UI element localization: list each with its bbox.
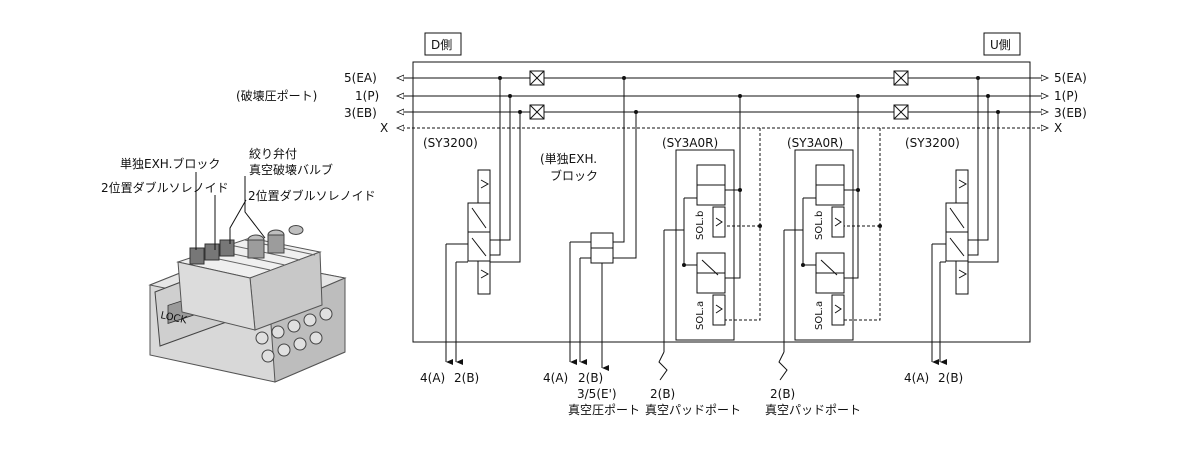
fitting-icon <box>255 307 333 363</box>
station3-valve <box>658 96 762 381</box>
station1-model: (SY3200) <box>423 136 478 150</box>
station1-port-a: 4(A) <box>420 371 445 385</box>
label-double-sol-left: 2位置ダブルソレノイド <box>101 180 229 195</box>
station4-port-b: 2(B) <box>770 387 795 401</box>
junction-dots <box>498 76 1000 114</box>
station2-port-b: 2(B) <box>578 371 603 385</box>
left-p-label: 1(P) <box>355 89 379 103</box>
p-note-label: (破壊圧ポート) <box>236 88 317 103</box>
product-illustration: LOCK <box>148 172 347 383</box>
label-single-exh-block: 単独EXH.ブロック <box>120 156 220 171</box>
u-side-box <box>983 32 1021 56</box>
station2-model-line2: ブロック <box>550 168 598 183</box>
station4-sol-a: SOL.a <box>814 301 825 330</box>
d-side-box <box>424 32 462 56</box>
manifold-frame <box>412 61 1031 343</box>
station1-port-b: 2(B) <box>454 371 479 385</box>
right-ea-label: 5(EA) <box>1054 71 1087 85</box>
solenoid-cap-icon <box>189 239 235 265</box>
station4-sol-b: SOL.b <box>814 211 825 240</box>
right-p-label: 1(P) <box>1054 89 1078 103</box>
station5-valve <box>931 78 999 365</box>
station5-port-a: 4(A) <box>904 371 929 385</box>
station5-port-b: 2(B) <box>938 371 963 385</box>
station4-port-note: 真空パッドポート <box>765 403 861 417</box>
station4-valve <box>778 96 882 381</box>
station2-exh-port: 3/5(E') <box>577 387 617 401</box>
station3-sol-a: SOL.a <box>695 301 706 330</box>
station2-model-line1: (単独EXH. <box>540 152 597 166</box>
station2-exh-note: 真空圧ポート <box>568 403 640 417</box>
left-ea-label: 5(EA) <box>344 71 377 85</box>
station1-valve <box>445 78 521 365</box>
station3-port-b: 2(B) <box>650 387 675 401</box>
station2-exh-block <box>569 78 637 371</box>
blank-plug-icon <box>529 70 909 120</box>
station4-model: (SY3A0R) <box>787 136 843 150</box>
circuit-diagram: D側 U側 5(EA) 1(P) (破壊圧ポート) 3(EB) X 5(EA) … <box>236 32 1087 417</box>
throttle-knob-icon <box>247 225 304 259</box>
label-double-sol-right: 2位置ダブルソレノイド <box>248 188 376 203</box>
station3-model: (SY3A0R) <box>662 136 718 150</box>
label-throttle-line1: 絞り弁付 <box>249 146 297 161</box>
right-x-label: X <box>1054 121 1062 135</box>
station3-port-note: 真空パッドポート <box>645 403 741 417</box>
label-throttle-line2: 真空破壊バルブ <box>249 162 333 177</box>
u-side-label: U側 <box>990 38 1011 52</box>
left-x-label: X <box>380 121 388 135</box>
d-side-label: D側 <box>431 38 452 52</box>
station3-frame <box>675 149 735 341</box>
station5-model: (SY3200) <box>905 136 960 150</box>
station3-sol-b: SOL.b <box>695 211 706 240</box>
station2-port-a: 4(A) <box>543 371 568 385</box>
right-eb-label: 3(EB) <box>1054 106 1087 120</box>
station4-frame <box>794 149 854 341</box>
left-eb-label: 3(EB) <box>344 106 377 120</box>
